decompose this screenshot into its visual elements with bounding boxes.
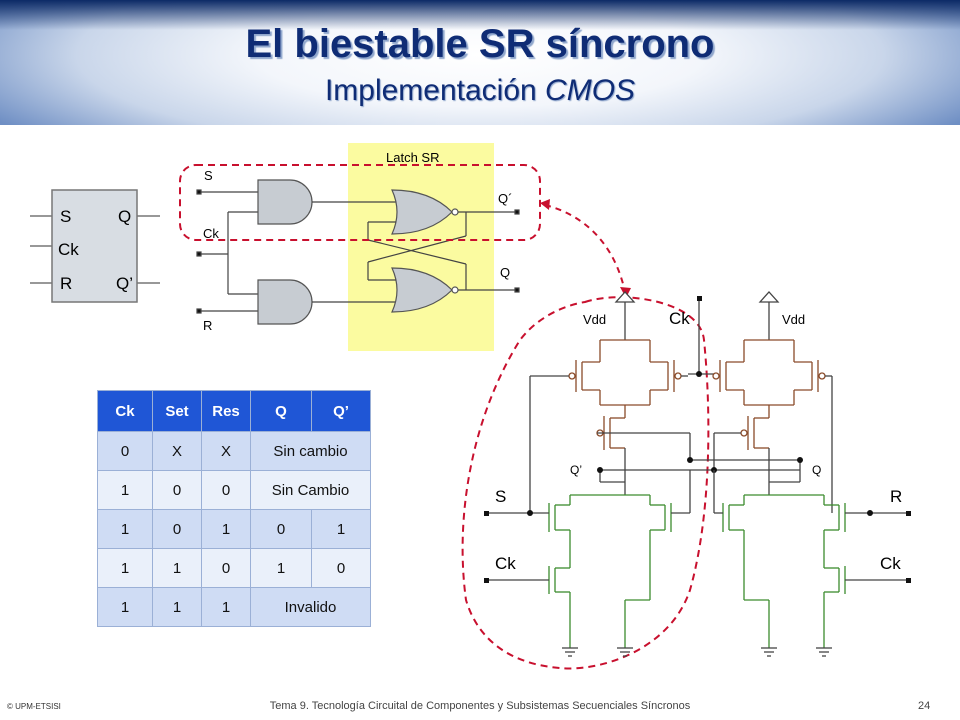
- table-cell: 0: [97, 431, 153, 471]
- truth-table-header: Ck Set Res Q Q’: [97, 390, 371, 432]
- gate-output-q: Q: [500, 265, 510, 280]
- gate-input-s: S: [204, 168, 213, 183]
- table-cell: 0: [311, 548, 371, 588]
- cmos-s: S: [495, 487, 506, 506]
- table-cell: 1: [97, 509, 153, 549]
- cmos-qn: Q’: [570, 463, 582, 477]
- table-cell: 1: [97, 587, 153, 627]
- table-cell: 1: [201, 587, 251, 627]
- gate-input-r: R: [203, 318, 212, 333]
- latch-input-highlight: [179, 164, 541, 241]
- table-cell: Sin cambio: [250, 431, 371, 471]
- cmos-circuit: [484, 291, 911, 657]
- cmos-vdd-right: Vdd: [782, 312, 805, 327]
- cmos-vdd-left: Vdd: [583, 312, 606, 327]
- gate-diagram: [196, 179, 520, 325]
- latch-label: Latch SR: [386, 150, 439, 165]
- table-cell: 1: [250, 548, 312, 588]
- table-row: 1 0 1 0 1: [97, 509, 371, 549]
- footer-copyright: © UPM-ETSISI: [7, 702, 61, 711]
- table-cell: 0: [201, 548, 251, 588]
- header-band: [0, 0, 960, 30]
- latch-background: [348, 143, 494, 351]
- table-row: 0 X X Sin cambio: [97, 431, 371, 471]
- table-cell: 0: [152, 470, 202, 510]
- flipflop-symbol: [30, 189, 160, 303]
- footer-page-number: 24: [918, 700, 931, 712]
- cmos-ck-top: Ck: [669, 309, 690, 328]
- subtitle-text: Implementación: [324, 74, 546, 107]
- subtitle-italic: CMOS: [545, 74, 636, 107]
- table-cell: X: [201, 431, 251, 471]
- table-cell: 1: [152, 548, 202, 588]
- symbol-r: R: [60, 274, 72, 293]
- cmos-ck-right: Ck: [880, 554, 901, 573]
- cmos-q: Q: [812, 463, 821, 477]
- link-arrow: [544, 204, 626, 293]
- symbol-qn: Q’: [116, 274, 133, 293]
- symbol-s: S: [60, 207, 71, 226]
- symbol-q: Q: [118, 207, 131, 226]
- header-qn: Q’: [311, 390, 371, 432]
- table-cell: X: [152, 431, 202, 471]
- cmos-r: R: [890, 487, 902, 506]
- table-cell: 1: [97, 548, 153, 588]
- table-cell: 1: [311, 509, 371, 549]
- gate-input-ck: Ck: [203, 226, 219, 241]
- header-set: Set: [152, 390, 202, 432]
- table-cell: 1: [97, 470, 153, 510]
- header-ck: Ck: [97, 390, 153, 432]
- table-cell: 0: [250, 509, 312, 549]
- table-cell: 1: [152, 587, 202, 627]
- table-cell: Sin Cambio: [250, 470, 371, 510]
- symbol-ck: Ck: [58, 240, 79, 259]
- gate-output-qn: Q´: [498, 191, 512, 206]
- cmos-ck-left: Ck: [495, 554, 516, 573]
- page-subtitle: Implementación CMOS: [0, 74, 960, 108]
- cmos-nand-highlight: [461, 296, 710, 670]
- truth-table: Ck Set Res Q Q’ 0 X X Sin cambio 1 0 0 S…: [97, 390, 371, 627]
- table-row: 1 1 1 Invalido: [97, 587, 371, 627]
- table-cell: 0: [201, 470, 251, 510]
- table-cell: Invalido: [250, 587, 371, 627]
- page-title: El biestable SR síncrono: [245, 22, 715, 66]
- table-row: 1 1 0 1 0: [97, 548, 371, 588]
- header-q: Q: [250, 390, 312, 432]
- arrow-head-left: [540, 199, 550, 210]
- table-cell: 1: [201, 509, 251, 549]
- table-row: 1 0 0 Sin Cambio: [97, 470, 371, 510]
- table-cell: 0: [152, 509, 202, 549]
- footer-course: Tema 9. Tecnología Circuital de Componen…: [269, 700, 691, 712]
- header-res: Res: [201, 390, 251, 432]
- header-banner: [0, 0, 960, 125]
